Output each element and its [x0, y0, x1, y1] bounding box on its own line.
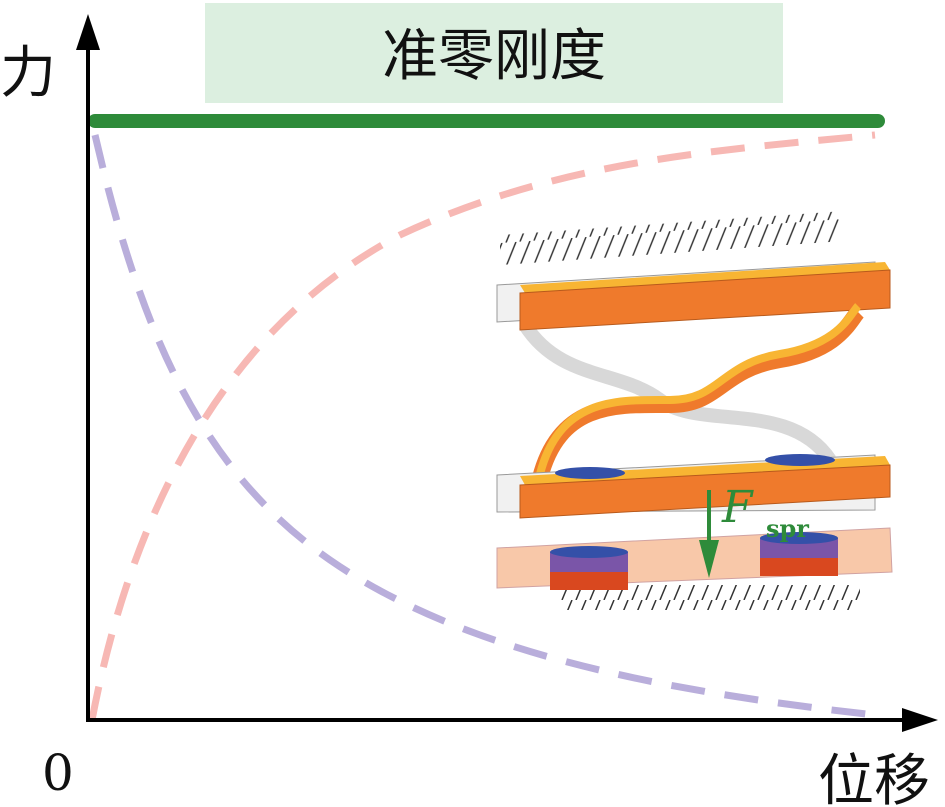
y-axis-arrow-icon [76, 14, 100, 50]
top-ground-hatch [500, 211, 840, 266]
upper-magnet-left [555, 467, 625, 479]
diagram-title: 准零刚度 [382, 24, 606, 89]
lower-magnet-left [550, 546, 628, 590]
front-curved-beam-highlight [536, 303, 862, 475]
upper-magnet-right [765, 454, 835, 466]
x-axis-label: 位移 [818, 749, 930, 807]
x-axis-arrow-icon [902, 708, 938, 732]
y-axis-label: 力 [0, 41, 56, 106]
rear-curved-beam [519, 321, 836, 465]
lower-magnet-right [760, 532, 838, 576]
top-beam [519, 269, 891, 331]
force-arrow-head-icon [699, 540, 719, 578]
front-curved-beam [532, 306, 865, 481]
origin-label: 0 [42, 744, 74, 802]
negative-stiffness-curve [91, 134, 876, 719]
title-box [205, 3, 783, 103]
force-symbol: F [721, 482, 754, 533]
positive-stiffness-curve [88, 131, 876, 721]
lower-beam [519, 464, 891, 519]
mechanism-illustration: F spr [496, 211, 893, 610]
force-subscript: spr [766, 514, 809, 543]
top-beam-top-face [520, 262, 890, 293]
